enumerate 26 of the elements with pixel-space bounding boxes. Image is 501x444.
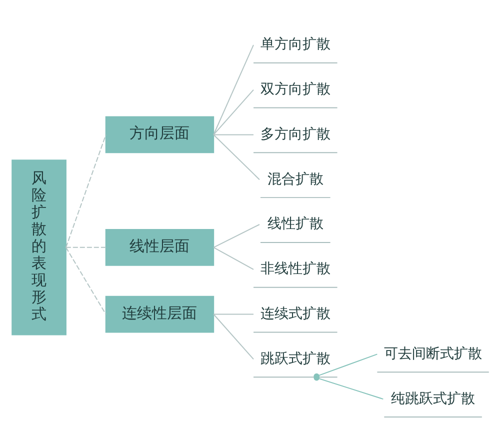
node-text: 可去间断式扩散	[384, 346, 482, 362]
node-text: 纯跳跃式扩散	[391, 390, 476, 407]
connector	[65, 134, 106, 248]
connector	[213, 134, 260, 180]
connector	[65, 246, 106, 315]
node-box: 方向层面	[105, 116, 214, 154]
connector	[213, 224, 260, 248]
node-text: 混合扩散	[267, 171, 324, 188]
node-text: 双方向扩散	[260, 82, 330, 98]
node-box: 连续性层面	[105, 296, 214, 333]
connector	[213, 246, 254, 270]
node-box: 风险扩散的表现形式	[12, 160, 66, 336]
connector	[213, 44, 254, 136]
node-text: 非线性扩散	[260, 261, 330, 278]
node-text: 多方向扩散	[260, 126, 330, 142]
node-text: 单方向扩散	[260, 36, 330, 53]
connector	[65, 246, 106, 248]
node-box: 线性层面	[105, 228, 214, 266]
connector	[213, 314, 254, 360]
node-text: 线性扩散	[267, 216, 324, 232]
connector	[314, 374, 384, 400]
connector	[213, 134, 254, 136]
node-text: 跳跃式扩散	[260, 350, 330, 367]
node-text: 连续式扩散	[260, 306, 330, 322]
connector	[213, 89, 254, 136]
connector	[213, 314, 254, 315]
